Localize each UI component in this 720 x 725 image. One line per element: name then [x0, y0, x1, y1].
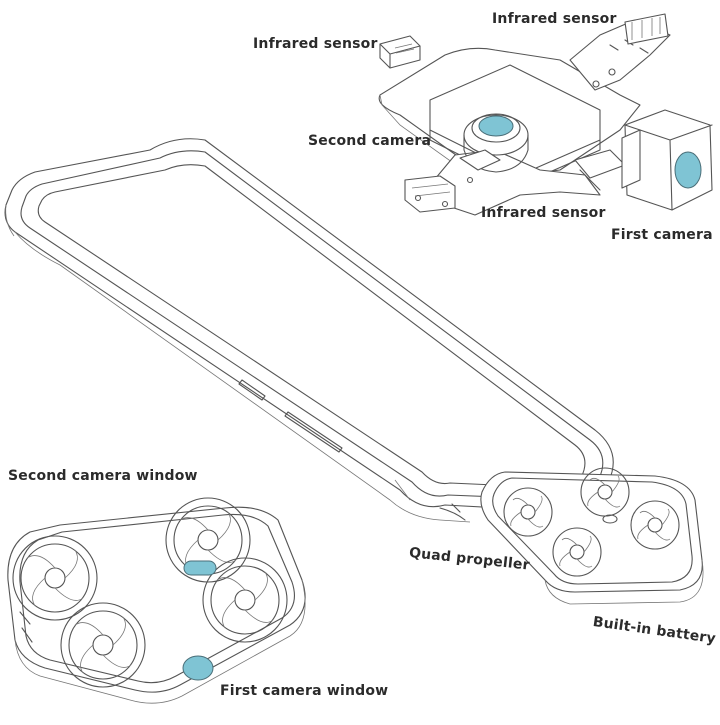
- second-camera-window-shape: [183, 560, 217, 576]
- label-first-camera: First camera: [611, 227, 713, 243]
- label-infrared-sensor-top: Infrared sensor: [492, 11, 617, 27]
- label-second-camera-window: Second camera window: [8, 468, 198, 484]
- second-camera-lens: [478, 115, 514, 137]
- label-infrared-sensor-left: Infrared sensor: [253, 36, 378, 52]
- large-drone: [7, 497, 306, 704]
- first-camera-lens: [674, 151, 702, 189]
- first-camera-window-shape: [182, 655, 214, 681]
- small-drone: [480, 467, 704, 605]
- label-first-camera-window: First camera window: [220, 683, 389, 699]
- label-infrared-sensor-mid: Infrared sensor: [481, 205, 606, 221]
- label-second-camera: Second camera: [308, 133, 432, 149]
- phone-body: [4, 138, 614, 523]
- exploded-module: [378, 13, 713, 216]
